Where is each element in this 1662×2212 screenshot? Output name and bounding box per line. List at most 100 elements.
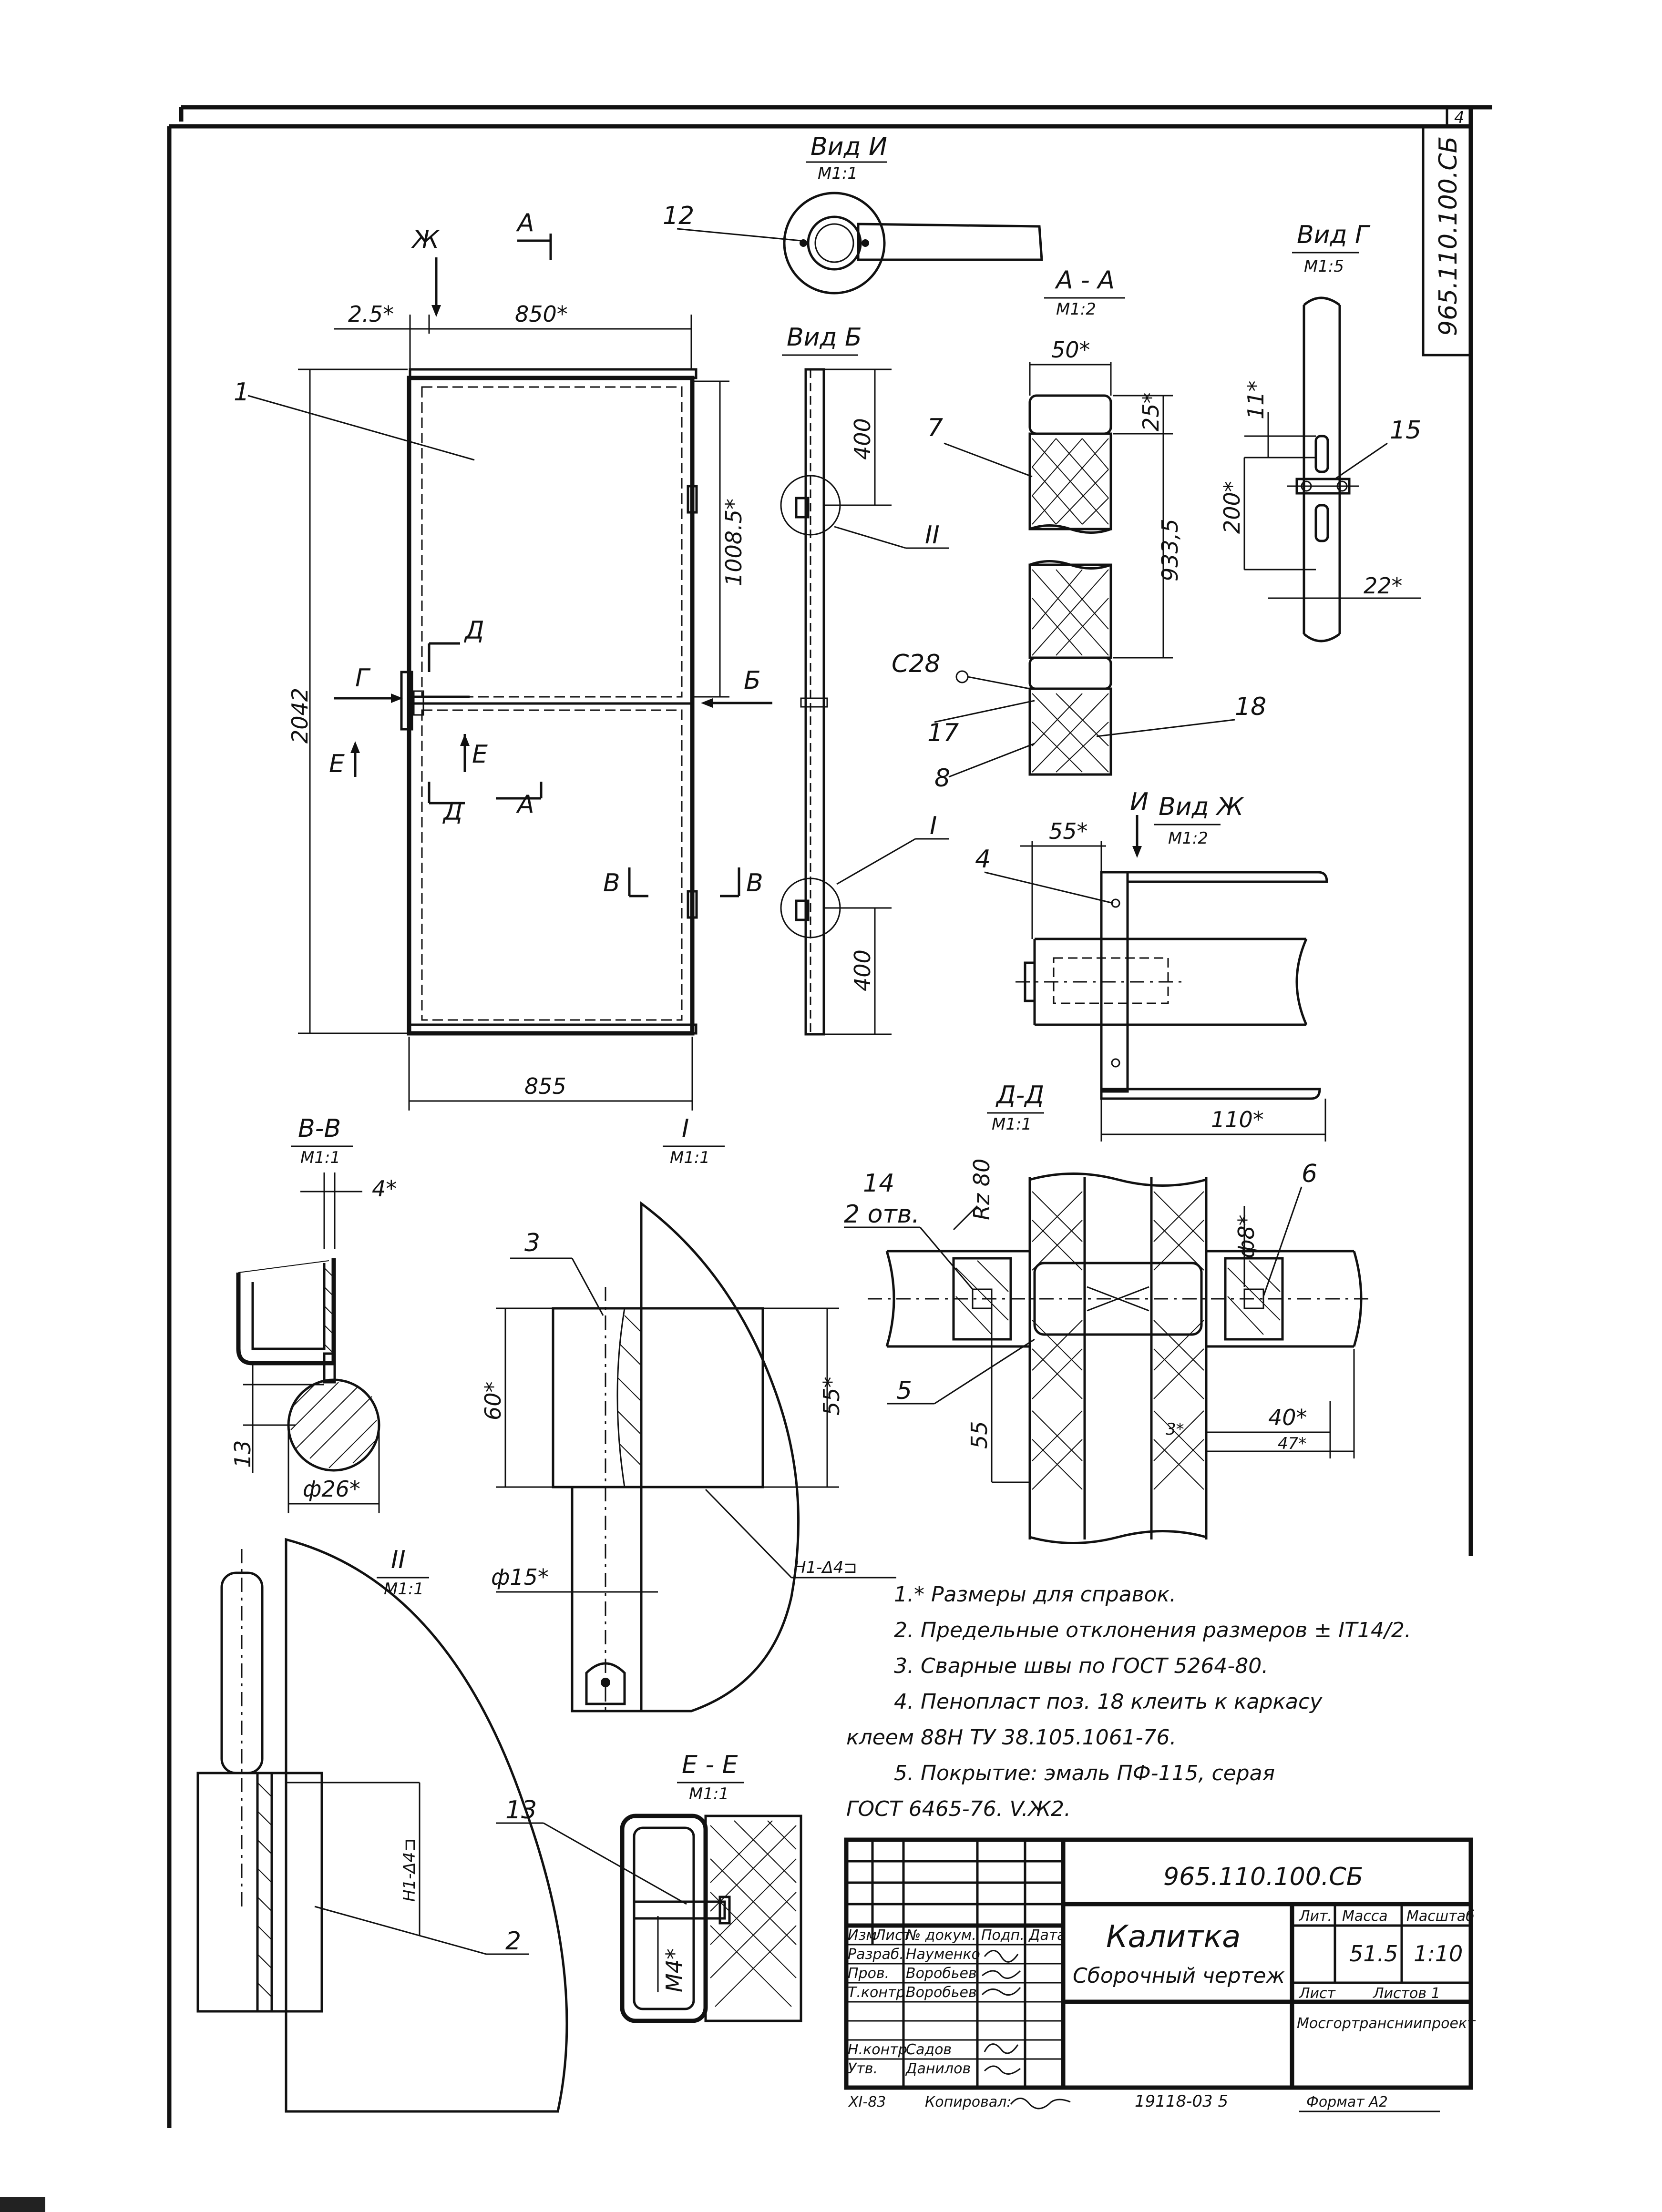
detail-2-weld: Н1-Δ4⊐ <box>400 1838 419 1902</box>
view-g-dim-22: 22* <box>1364 573 1403 599</box>
dim-upper-panel: 1008.5* <box>721 499 747 586</box>
detail-2: II М1:1 Н1-Δ4⊐ 2 <box>196 1538 568 2113</box>
title-block-product: Калитка <box>1106 1919 1241 1955</box>
view-b-dim-bottom: 400 <box>850 949 875 991</box>
title-block-mass: 51.5 <box>1349 1941 1398 1967</box>
title-block-col-doc: № докум. <box>905 1927 976 1944</box>
view-b-dim-top: 400 <box>850 418 875 460</box>
title-block-org: Мосгортрансниипроект <box>1297 2015 1476 2032</box>
role-developer: Разраб. <box>848 1946 904 1963</box>
view-zh-dim-110: 110* <box>1211 1107 1264 1132</box>
detail-1-weld: Н1-Δ4⊐ <box>794 1558 857 1577</box>
mark-zh: Ж <box>411 225 440 254</box>
detail-1-dim-60: 60* <box>480 1381 506 1420</box>
section-dd-dim-3: 3* <box>1166 1420 1184 1439</box>
section-vv: В-В М1:1 4* 13 ф26* <box>230 1114 397 1513</box>
section-aa-dim-width: 50* <box>1051 337 1090 363</box>
note-5: 5. Покрытие: эмаль ПФ-115, серая <box>894 1761 1275 1785</box>
section-aa: А - А М1:2 50* 25* 933,5 С28 7 <box>892 266 1266 793</box>
mark-e-left: Е <box>329 750 345 778</box>
mark-a-top: А <box>516 209 534 237</box>
view-b-detail-2: II <box>925 521 940 550</box>
detail-2-callout-2: 2 <box>505 1927 521 1956</box>
mark-v-right: В <box>746 869 763 897</box>
section-aa-scale: М1:2 <box>1056 300 1096 319</box>
note-3: 3. Сварные швы по ГОСТ 5264-80. <box>894 1654 1268 1678</box>
section-aa-title: А - А <box>1055 266 1115 295</box>
view-b: Вид Б 400 400 II I <box>780 323 949 1036</box>
note-4: 4. Пенопласт поз. 18 клеить к каркасу <box>894 1690 1323 1714</box>
section-aa-dim-top: 25* <box>1138 392 1164 431</box>
title-block-inventory: 19118-03 5 <box>1135 2092 1228 2111</box>
mark-a-bottom: А <box>516 790 534 819</box>
technical-notes: 1.* Размеры для справок. 2. Предельные о… <box>846 1582 1411 1821</box>
detail-1: I М1:1 60* 55* ф15* 3 Н1-Δ4⊐ <box>480 1114 896 1713</box>
title-block-col-sign: Подп. <box>981 1927 1025 1944</box>
section-dd-dim-8: ф8* <box>1233 1214 1259 1258</box>
sheet-frame: 4 965.110.100.СБ <box>167 105 1492 2128</box>
section-aa-callout-8: 8 <box>934 764 950 793</box>
view-g-scale: М1:5 <box>1304 257 1344 276</box>
view-g-title: Вид Г <box>1297 221 1371 249</box>
view-zh-callout-4: 4 <box>975 845 991 874</box>
detail-1-callout-3: 3 <box>524 1229 540 1257</box>
view-i-scale: М1:1 <box>818 164 858 183</box>
view-zh-mark-i: И <box>1130 788 1149 816</box>
section-aa-callout-18: 18 <box>1235 693 1266 721</box>
mark-e-right: Е <box>472 740 488 769</box>
mark-g: Г <box>355 664 371 693</box>
section-dd-callout-5: 5 <box>896 1376 912 1405</box>
note-1: 1.* Размеры для справок. <box>894 1582 1176 1607</box>
view-g: Вид Г М1:5 11* 200* 22* 15 <box>1219 221 1421 642</box>
section-vv-title: В-В <box>298 1114 341 1143</box>
view-i-title: Вид И <box>810 133 887 161</box>
view-g-callout-15: 15 <box>1390 416 1421 445</box>
title-block-mass-header: Масса <box>1342 1908 1388 1925</box>
view-g-dim-200: 200* <box>1219 481 1245 534</box>
section-dd: Д-Д М1:1 14 2 отв. Rz 80 ф8* <box>844 1081 1373 1544</box>
view-b-detail-1: I <box>930 812 937 840</box>
section-vv-dim-4: 4* <box>372 1176 397 1202</box>
section-dd-scale: М1:1 <box>992 1115 1032 1134</box>
note-4-cont: клеем 88Н ТУ 38.105.1061-76. <box>846 1725 1177 1750</box>
dim-height: 2042 <box>287 688 313 744</box>
title-block-scale: 1:10 <box>1414 1941 1463 1967</box>
view-zh-title: Вид Ж <box>1159 793 1244 821</box>
section-dd-callout-6: 6 <box>1302 1160 1317 1188</box>
name-approved: Данилов <box>905 2060 971 2077</box>
title-block-code: 965.110.100.СБ <box>1163 1863 1363 1891</box>
note-5-cont: ГОСТ 6465-76. V.Ж2. <box>846 1797 1071 1821</box>
role-norm-control: Н.контр. <box>848 2041 912 2058</box>
detail-1-dim-15: ф15* <box>491 1564 549 1590</box>
section-aa-callout-17: 17 <box>927 719 959 747</box>
section-aa-callout-7: 7 <box>927 414 943 442</box>
view-zh-scale: М1:2 <box>1168 829 1208 848</box>
title-block-sheets-label: Листов 1 <box>1373 1985 1440 2002</box>
section-dd-title: Д-Д <box>995 1081 1044 1110</box>
mark-b: Б <box>744 666 761 695</box>
detail-1-dim-55: 55* <box>819 1376 844 1416</box>
mark-v-left: В <box>603 869 620 897</box>
section-aa-weld: С28 <box>892 650 940 678</box>
section-ee: Е - Е М1:1 13 М4* <box>496 1751 802 2023</box>
name-norm-control: Садов <box>906 2041 952 2058</box>
title-block: 965.110.100.СБ Калитка Сборочный чертеж … <box>844 1837 1476 2112</box>
section-dd-hole-count: 2 отв. <box>844 1200 920 1229</box>
main-gate-view: 2.5* 850* 2042 855 1008.5* Ж А Г Д Б Е <box>234 209 772 1111</box>
section-dd-dim-40: 40* <box>1268 1405 1307 1430</box>
dim-left-offset: 2.5* <box>348 301 394 327</box>
section-ee-dim-m4: М4* <box>661 1948 687 1992</box>
role-checker: Пров. <box>848 1965 889 1982</box>
name-developer: Науменко <box>906 1946 980 1963</box>
detail-2-title: II <box>391 1546 406 1574</box>
section-ee-title: Е - Е <box>682 1751 738 1779</box>
detail-1-scale: М1:1 <box>670 1148 710 1167</box>
section-vv-scale: М1:1 <box>300 1148 340 1167</box>
section-ee-scale: М1:1 <box>689 1784 729 1804</box>
view-zh: И Вид Ж М1:2 55* 110* 4 <box>975 788 1328 1142</box>
title-block-col-date: Дата <box>1028 1927 1066 1944</box>
title-block-sheet-label: Лист <box>1299 1985 1336 2002</box>
name-tech-control: Воробьев <box>906 1984 977 2001</box>
note-2: 2. Предельные отклонения размеров ± IT14… <box>894 1618 1411 1642</box>
